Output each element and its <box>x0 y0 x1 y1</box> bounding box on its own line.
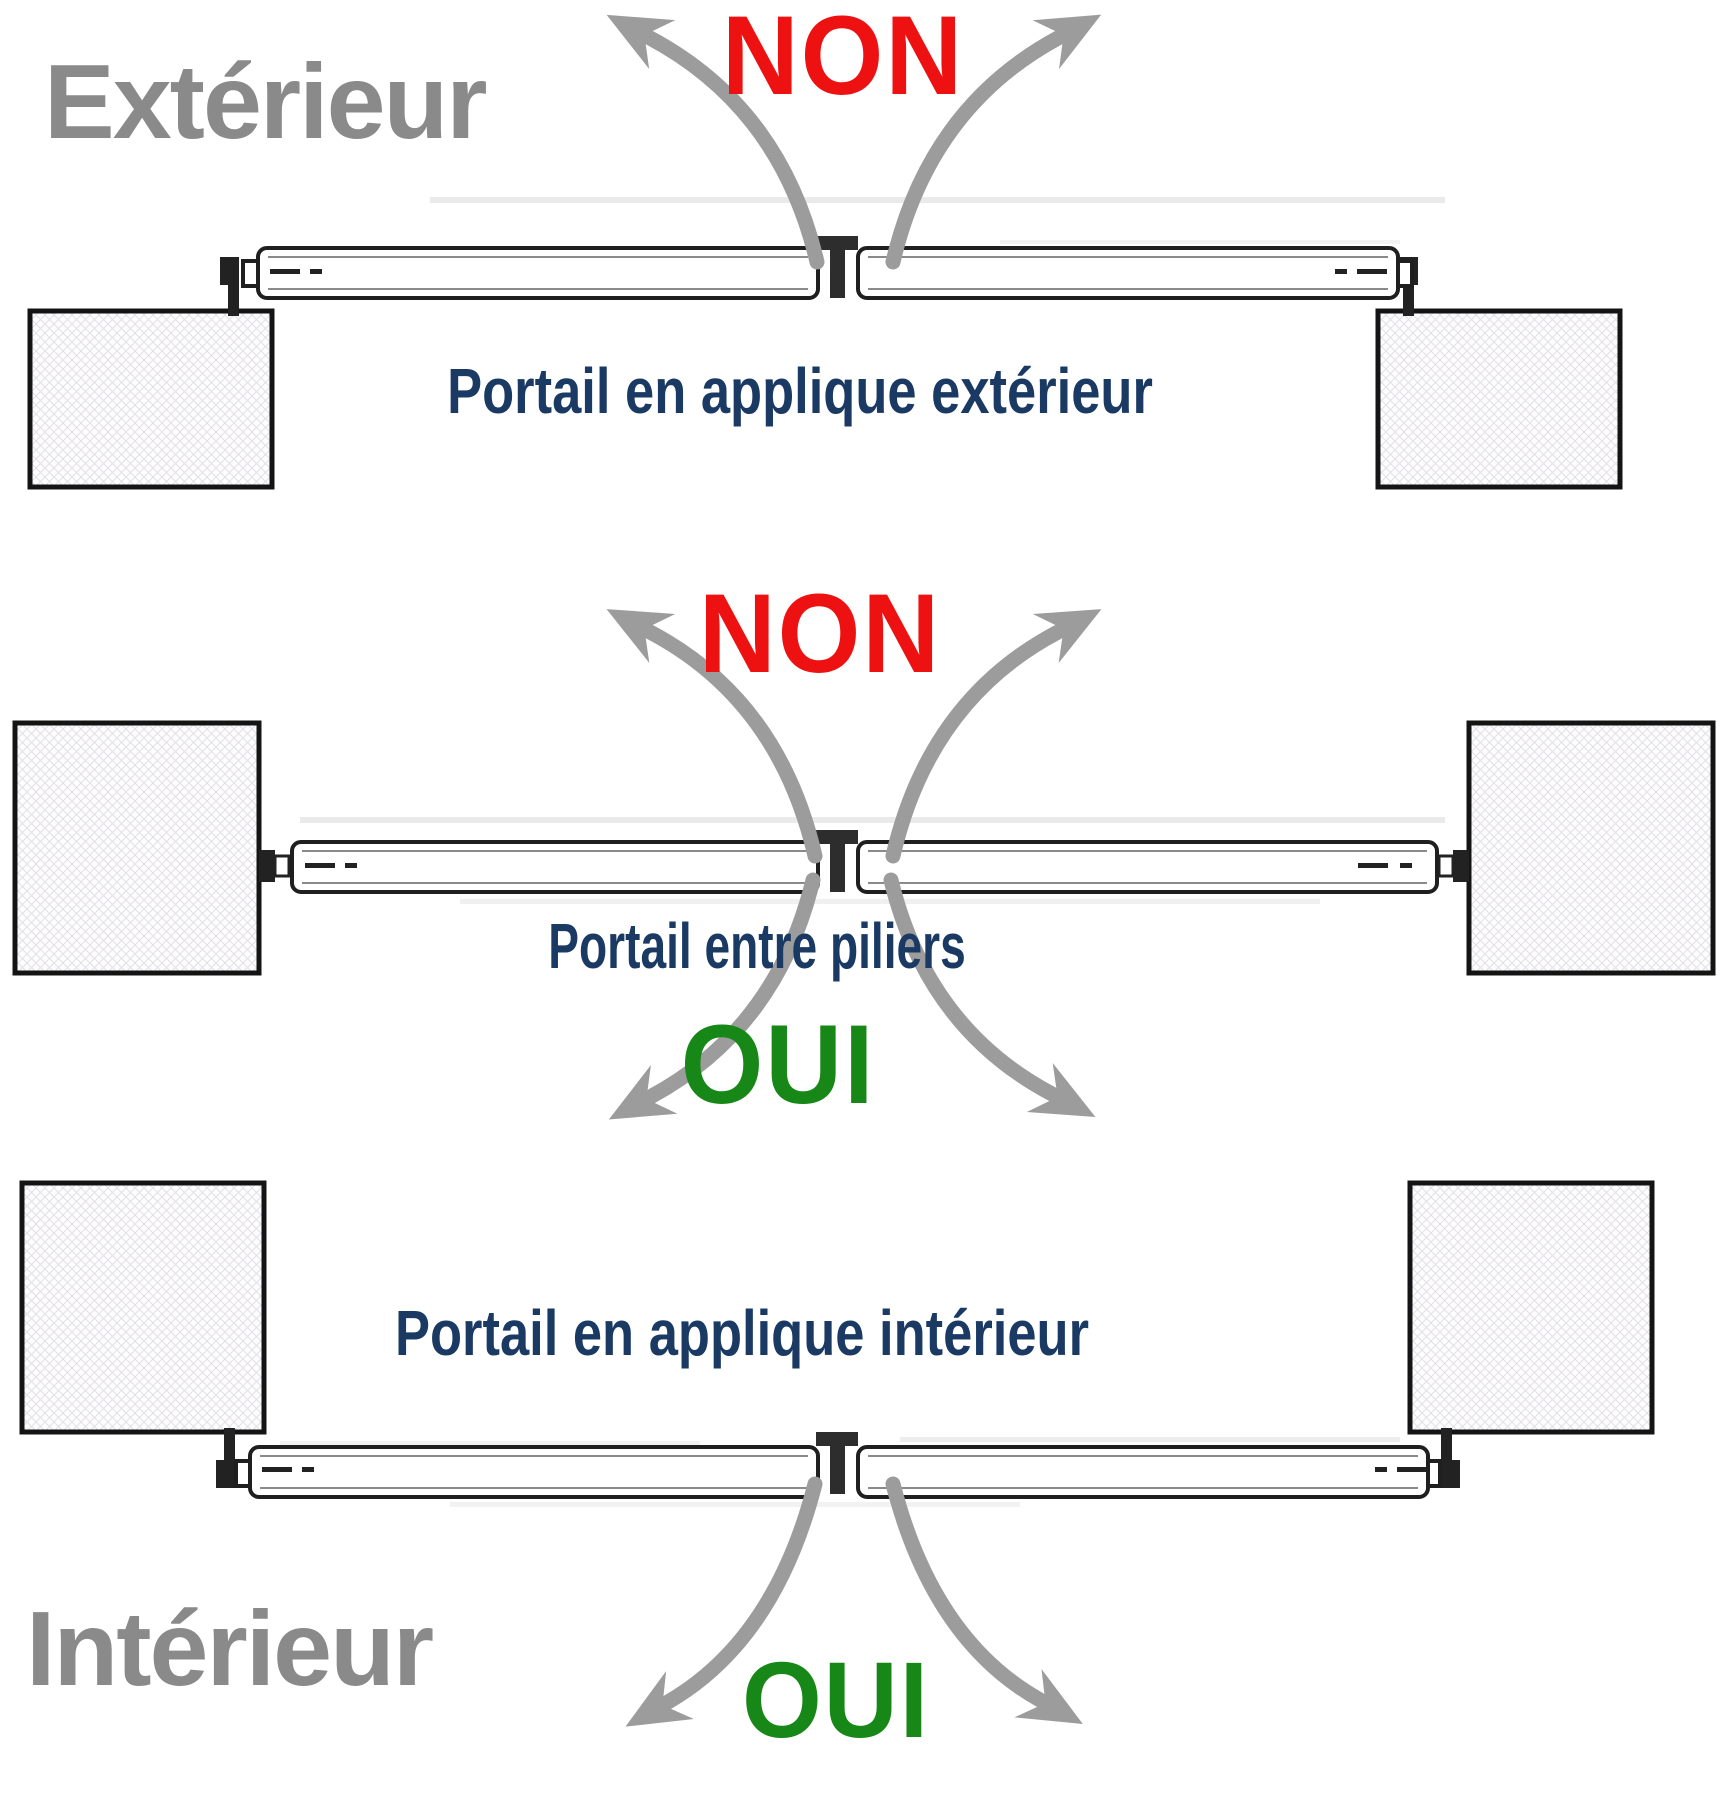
gate-leaf-left <box>241 246 820 300</box>
gate-leaf-right <box>856 246 1414 300</box>
caption-applique-interieur: Portail en applique intérieur <box>394 1297 1090 1369</box>
swing-arrow-down-left-icon <box>625 1476 823 1727</box>
gate-leaf-right <box>856 840 1439 894</box>
center-stop-icon <box>816 830 858 892</box>
swing-arrow-up-right-icon <box>885 14 1102 270</box>
scenario-applique-exterieur-graphic <box>27 14 1623 490</box>
verdict-oui-bottom: OUI <box>741 1639 931 1760</box>
swing-arrow-up-left-icon <box>606 609 823 864</box>
zone-label-exterior: Extérieur <box>44 43 488 161</box>
hinge-icon <box>259 850 1469 882</box>
scenario-entre-piliers-graphic <box>12 609 1716 1120</box>
center-stop-icon <box>816 1432 858 1494</box>
swing-arrow-down-right-icon <box>883 872 1096 1117</box>
pillar <box>12 720 262 976</box>
verdict-non-middle: NON <box>698 571 942 696</box>
caption-applique-exterieur: Portail en applique extérieur <box>447 355 1153 427</box>
pillar <box>19 1180 267 1435</box>
pillar <box>1407 1180 1655 1435</box>
center-stop-icon <box>816 236 858 298</box>
swing-arrow-down-left-icon <box>608 872 821 1120</box>
swing-arrow-up-left-icon <box>606 14 825 270</box>
zone-label-interior: Intérieur <box>26 1590 434 1708</box>
caption-entre-piliers: Portail entre piliers <box>548 910 966 982</box>
scenario-applique-interieur-graphic <box>19 1180 1655 1727</box>
gate-leaf-left <box>234 1445 820 1499</box>
verdict-oui-middle: OUI <box>680 1002 876 1127</box>
pillar <box>27 308 275 490</box>
gate-leaf-left <box>290 840 820 894</box>
pillar <box>1375 308 1623 490</box>
gate-leaf-right <box>856 1445 1442 1499</box>
swing-arrow-down-right-icon <box>885 1476 1083 1725</box>
hinge-icon <box>216 1428 1460 1488</box>
verdict-non-top: NON <box>721 0 965 118</box>
swing-arrow-up-right-icon <box>885 609 1102 864</box>
pillar <box>1466 720 1716 976</box>
